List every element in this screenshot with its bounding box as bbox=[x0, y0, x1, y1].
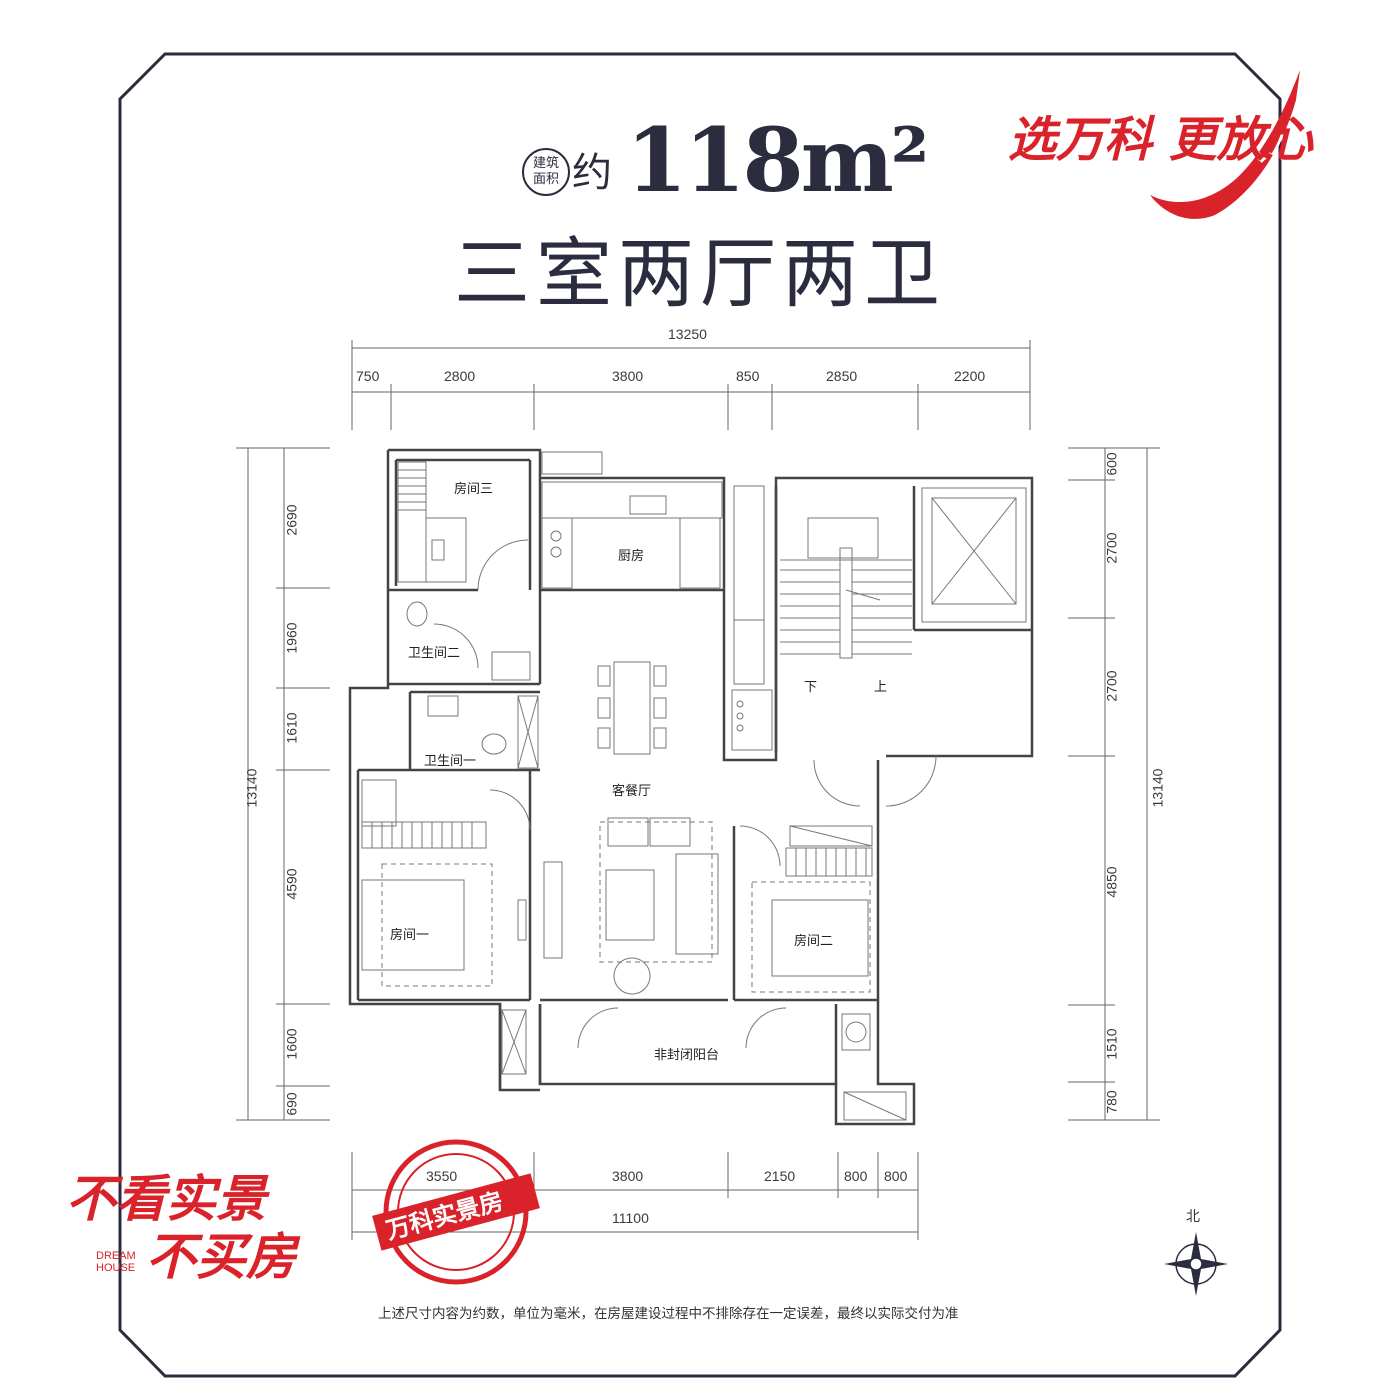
room-label-bath1: 卫生间一 bbox=[424, 754, 477, 769]
disclaimer-text: 上述尺寸内容为约数，单位为毫米，在房屋建设过程中不排除存在一定误差，最终以实际交… bbox=[378, 1306, 959, 1322]
compass-north-label: 北 bbox=[1186, 1209, 1200, 1225]
dream-house-mark: DREAM HOUSE bbox=[96, 1250, 136, 1274]
dim-right-3: 2700 bbox=[1103, 670, 1120, 702]
room-label-room1: 房间一 bbox=[390, 928, 430, 943]
room-label-room3: 房间三 bbox=[454, 482, 494, 497]
dim-bottom-total: 11100 bbox=[612, 1210, 649, 1226]
dim-left-4: 4590 bbox=[283, 868, 300, 900]
room-label-living: 客餐厅 bbox=[612, 784, 652, 799]
room-label-room2: 房间二 bbox=[794, 934, 834, 949]
walls bbox=[348, 448, 1034, 1126]
stair-label-down: 下 bbox=[804, 680, 818, 695]
dim-left-1: 2690 bbox=[283, 504, 300, 536]
dim-right-6: 780 bbox=[1103, 1090, 1120, 1114]
dim-top-1: 750 bbox=[356, 368, 380, 384]
compass-rose-icon bbox=[1164, 1232, 1228, 1296]
area-badge-line1: 建筑 bbox=[532, 156, 559, 171]
room-label-balcony: 非封闭阳台 bbox=[654, 1048, 720, 1063]
dim-top-2: 2800 bbox=[444, 368, 476, 384]
dim-right-5: 1510 bbox=[1103, 1028, 1120, 1060]
area-badge-line2: 面积 bbox=[532, 172, 559, 187]
top-dimension-lines bbox=[351, 340, 1031, 430]
dim-right-1: 600 bbox=[1103, 452, 1120, 476]
dream-line2: HOUSE bbox=[96, 1262, 136, 1274]
page-frame bbox=[118, 52, 1282, 1378]
dim-right-2: 2700 bbox=[1103, 532, 1120, 564]
furniture bbox=[361, 451, 1027, 1121]
dim-left-total: 13140 bbox=[243, 768, 260, 808]
brand-slogan: 选万科 更放心 bbox=[1008, 112, 1313, 168]
promo-headline: 不看实景 不买房 bbox=[66, 1170, 296, 1286]
dim-top-4: 850 bbox=[736, 368, 760, 384]
dim-top-3: 3800 bbox=[612, 368, 644, 384]
vanke-stamp-seal bbox=[372, 1139, 540, 1285]
room-label-kitchen: 厨房 bbox=[618, 549, 645, 564]
dim-bottom-2: 3800 bbox=[612, 1168, 644, 1184]
room-label-bath2: 卫生间二 bbox=[408, 646, 461, 661]
dim-bottom-4: 800 bbox=[844, 1168, 868, 1184]
dim-left-6: 690 bbox=[283, 1092, 300, 1116]
dim-left-5: 1600 bbox=[283, 1028, 300, 1060]
dim-top-5: 2850 bbox=[826, 368, 858, 384]
dim-bottom-1: 3550 bbox=[426, 1168, 458, 1184]
stair-label-up: 上 bbox=[874, 680, 888, 695]
brush-stroke-graphic bbox=[1150, 70, 1300, 219]
dim-right-total: 13140 bbox=[1149, 768, 1166, 808]
dim-top-total: 13250 bbox=[668, 326, 707, 342]
left-dimension-lines bbox=[236, 447, 330, 1121]
right-dimension-lines bbox=[1068, 447, 1160, 1121]
dim-right-4: 4850 bbox=[1103, 866, 1120, 898]
dim-bottom-5: 800 bbox=[884, 1168, 908, 1184]
area-prefix: 约 bbox=[572, 150, 612, 196]
promo-line1: 不看实景 bbox=[66, 1170, 266, 1228]
dim-top-6: 2200 bbox=[954, 368, 986, 384]
dim-bottom-3: 2150 bbox=[764, 1168, 796, 1184]
dim-left-3: 1610 bbox=[283, 712, 300, 744]
area-value: 118m² bbox=[626, 108, 929, 212]
area-badge: 建筑面积 bbox=[522, 148, 570, 196]
dream-line1: DREAM bbox=[96, 1250, 136, 1262]
layout-name: 三室两厅两卫 bbox=[454, 229, 946, 318]
dim-left-2: 1960 bbox=[283, 622, 300, 654]
promo-line2: 不买房 bbox=[146, 1228, 296, 1286]
